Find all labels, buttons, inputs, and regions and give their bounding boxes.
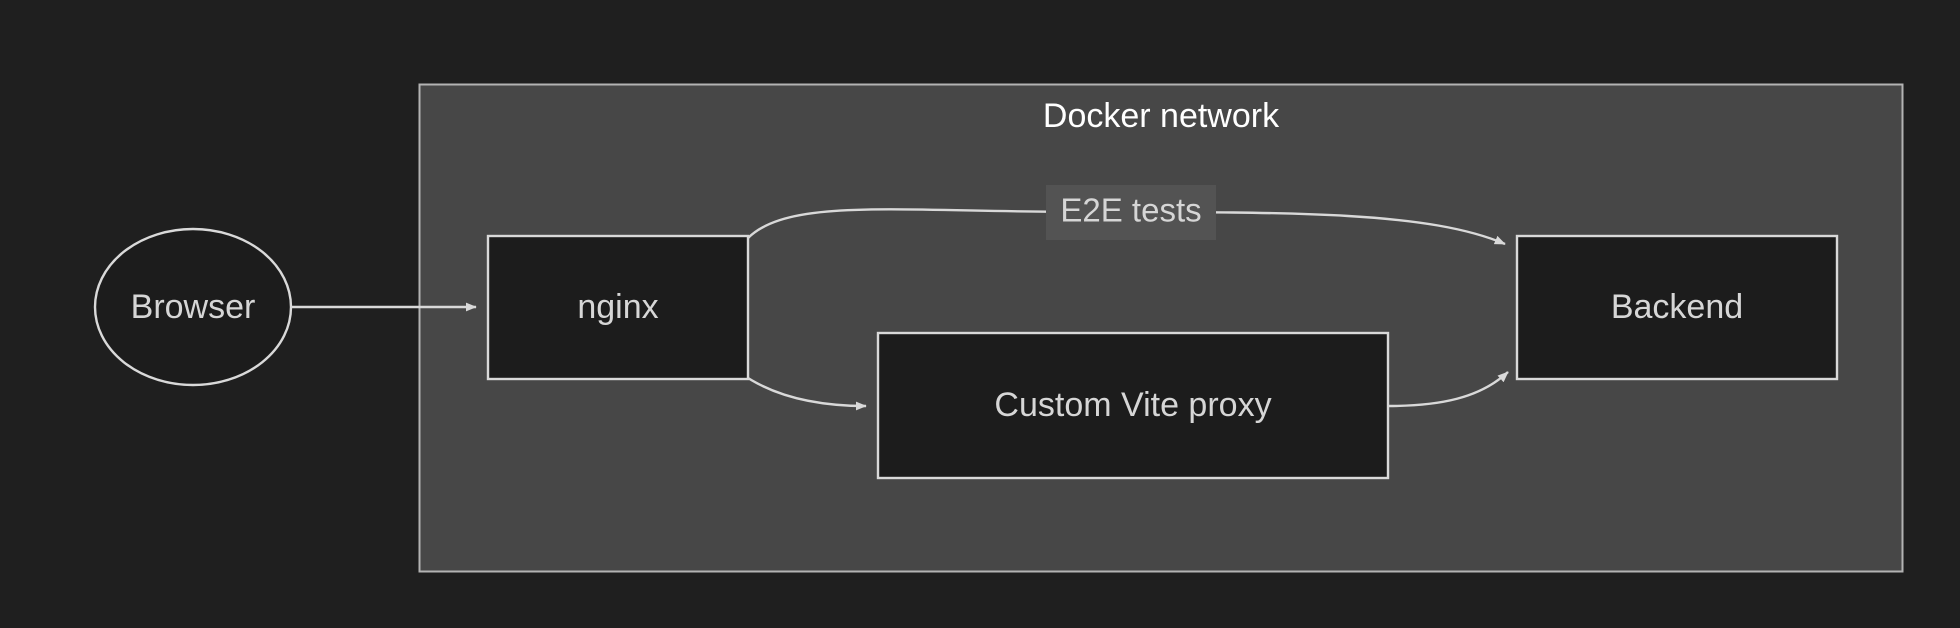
edge-label-e2e-tests-background <box>1046 185 1216 240</box>
node-backend[interactable]: Backend <box>1515 234 1839 381</box>
node-backend-shape <box>1515 234 1839 381</box>
node-nginx[interactable]: nginx <box>486 234 750 381</box>
edge-nginx-to-vite-path <box>747 376 867 411</box>
node-browser-shape <box>93 227 293 387</box>
node-browser[interactable]: Browser <box>93 227 293 387</box>
node-browser-label: Browser <box>131 288 256 326</box>
edge-vite-to-backend-path <box>1387 371 1509 408</box>
edge-label-e2e-tests-text: E2E tests <box>1060 192 1201 229</box>
node-custom-vite-proxy[interactable]: Custom Vite proxy <box>876 331 1390 480</box>
node-backend-label: Backend <box>1611 288 1743 326</box>
edge-vite-to-backend <box>1387 371 1509 408</box>
docker-network-title: Docker network <box>1043 97 1280 135</box>
edge-nginx-to-vite <box>747 376 867 411</box>
node-nginx-shape <box>486 234 750 381</box>
edge-label-e2e-tests: E2E tests <box>1046 185 1216 240</box>
node-custom-vite-proxy-shape <box>876 331 1390 480</box>
node-nginx-label: nginx <box>577 288 658 326</box>
node-custom-vite-proxy-label: Custom Vite proxy <box>994 386 1271 424</box>
